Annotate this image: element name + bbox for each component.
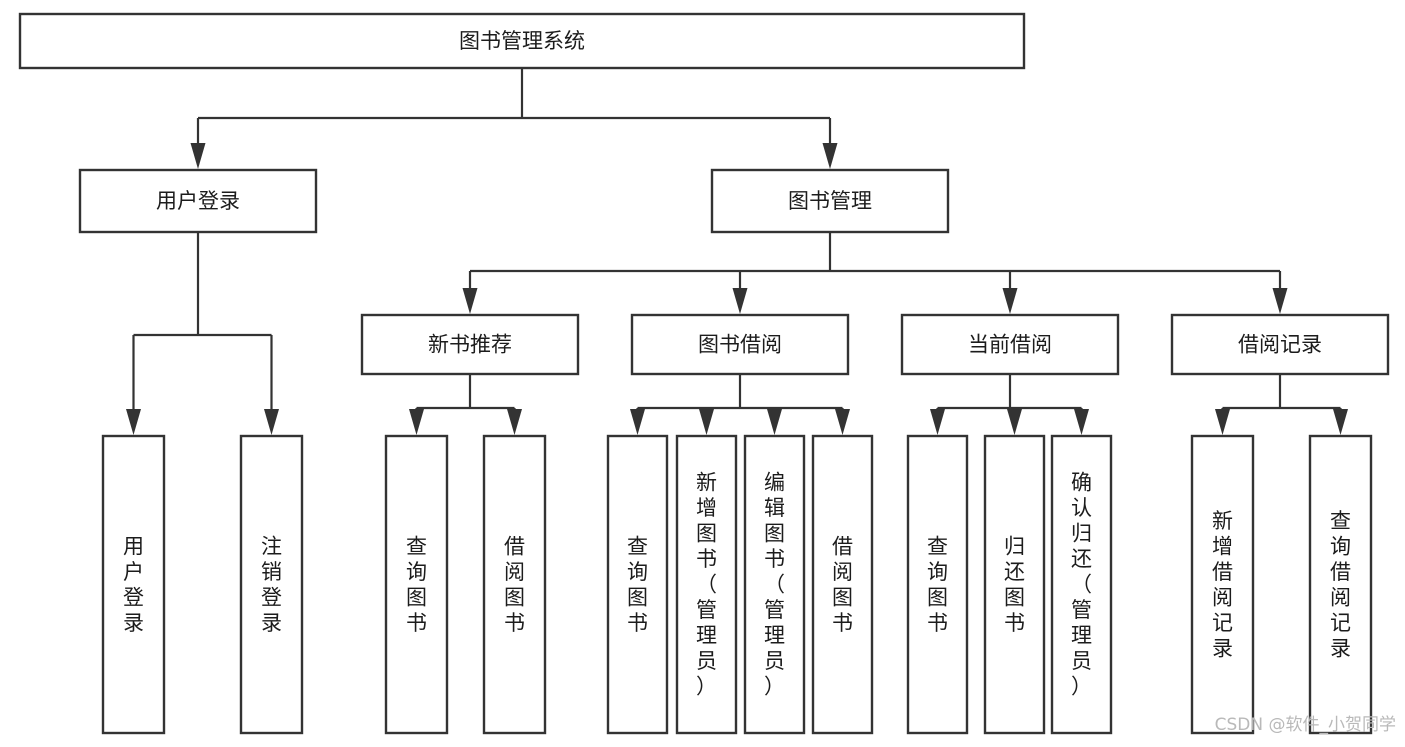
connector-group-root [190, 68, 838, 169]
arrow-head-current-borrow [1002, 288, 1018, 314]
arrow-head-user-login [190, 143, 206, 169]
arrow-head-leaf-record-add [1215, 409, 1230, 435]
arrow-head-book-borrow [732, 288, 748, 314]
arrow-head-leaf-user-login [126, 409, 141, 435]
node-label-leaf-current-return-book: 归还图书 [1004, 534, 1025, 635]
node-label-book-manage: 图书管理 [788, 189, 872, 213]
node-label-leaf-current-query-book: 查询图书 [927, 534, 948, 635]
node-label-user-login: 用户登录 [156, 189, 240, 213]
node-label-leaf-user-logout: 注销登录 [261, 534, 282, 635]
node-leaf-record-add[interactable]: 新增借阅记录 [1190, 434, 1255, 735]
node-box-leaf-record-add[interactable] [1190, 434, 1255, 735]
node-box-user-login[interactable] [78, 168, 318, 234]
node-label-root: 图书管理系统 [459, 29, 585, 53]
arrow-head-leaf-recommend-query-book [409, 409, 424, 435]
node-label-current-borrow: 当前借阅 [968, 333, 1052, 357]
arrow-head-leaf-current-return-book [1007, 409, 1022, 435]
node-leaf-recommend-query-book[interactable]: 查询图书 [384, 434, 449, 735]
csdn-watermark: CSDN @软件_小贺同学 [1215, 715, 1396, 735]
node-leaf-current-confirm-return[interactable]: 确认归还（管理员） [1050, 434, 1113, 735]
arrow-head-leaf-current-confirm-return [1074, 409, 1089, 435]
connector-group-new-book-recommend [409, 374, 522, 435]
node-layer: 图书管理系统用户登录图书管理新书推荐图书借阅当前借阅借阅记录用户登录注销登录查询… [18, 12, 1390, 735]
arrow-head-new-book-recommend [462, 288, 478, 314]
node-label-borrow-record: 借阅记录 [1238, 333, 1322, 357]
node-box-root[interactable] [18, 12, 1026, 70]
connector-group-user-login [126, 232, 279, 435]
arrow-head-leaf-borrow-borrow-book [835, 409, 850, 435]
arrow-head-leaf-recommend-borrow-book [507, 409, 522, 435]
connector-group-book-manage [462, 232, 1288, 314]
node-box-leaf-user-logout[interactable] [239, 434, 304, 735]
node-box-leaf-borrow-query-book[interactable] [606, 434, 669, 735]
arrow-head-leaf-current-query-book [930, 409, 945, 435]
node-leaf-record-query[interactable]: 查询借阅记录 [1308, 434, 1373, 735]
node-box-book-manage[interactable] [710, 168, 950, 234]
arrow-head-leaf-record-query [1333, 409, 1348, 435]
arrow-head-leaf-borrow-edit-book [767, 409, 782, 435]
node-label-leaf-recommend-borrow-book: 借阅图书 [504, 534, 525, 635]
node-book-manage[interactable]: 图书管理 [710, 168, 950, 234]
connector-layer [126, 68, 1348, 435]
node-label-leaf-recommend-query-book: 查询图书 [406, 534, 427, 635]
arrow-head-borrow-record [1272, 288, 1288, 314]
node-label-leaf-record-add: 新增借阅记录 [1212, 509, 1233, 661]
node-box-leaf-current-confirm-return[interactable] [1050, 434, 1113, 735]
node-box-leaf-recommend-query-book[interactable] [384, 434, 449, 735]
node-leaf-user-login[interactable]: 用户登录 [101, 434, 166, 735]
node-label-leaf-record-query: 查询借阅记录 [1330, 509, 1351, 661]
connector-group-borrow-record [1215, 374, 1348, 435]
arrow-head-leaf-user-logout [264, 409, 279, 435]
node-label-new-book-recommend: 新书推荐 [428, 333, 512, 357]
node-leaf-borrow-add-book[interactable]: 新增图书（管理员） [675, 434, 738, 735]
node-label-leaf-borrow-edit-book: 编辑图书（管理员） [764, 471, 785, 699]
node-box-leaf-borrow-add-book[interactable] [675, 434, 738, 735]
node-current-borrow[interactable]: 当前借阅 [900, 313, 1120, 376]
node-book-borrow[interactable]: 图书借阅 [630, 313, 850, 376]
arrow-head-book-manage [822, 143, 838, 169]
node-label-book-borrow: 图书借阅 [698, 333, 782, 357]
arrow-head-leaf-borrow-add-book [699, 409, 714, 435]
node-leaf-borrow-borrow-book[interactable]: 借阅图书 [811, 434, 874, 735]
node-box-book-borrow[interactable] [630, 313, 850, 376]
node-box-current-borrow[interactable] [900, 313, 1120, 376]
node-new-book-recommend[interactable]: 新书推荐 [360, 313, 580, 376]
node-box-leaf-recommend-borrow-book[interactable] [482, 434, 547, 735]
node-label-leaf-borrow-add-book: 新增图书（管理员） [696, 471, 717, 699]
node-label-leaf-current-confirm-return: 确认归还（管理员） [1071, 471, 1092, 699]
node-borrow-record[interactable]: 借阅记录 [1170, 313, 1390, 376]
node-leaf-user-logout[interactable]: 注销登录 [239, 434, 304, 735]
node-box-leaf-current-return-book[interactable] [983, 434, 1046, 735]
node-label-leaf-user-login: 用户登录 [123, 534, 144, 635]
node-leaf-current-query-book[interactable]: 查询图书 [906, 434, 969, 735]
node-box-leaf-borrow-edit-book[interactable] [743, 434, 806, 735]
node-box-leaf-user-login[interactable] [101, 434, 166, 735]
node-box-borrow-record[interactable] [1170, 313, 1390, 376]
node-leaf-recommend-borrow-book[interactable]: 借阅图书 [482, 434, 547, 735]
node-leaf-current-return-book[interactable]: 归还图书 [983, 434, 1046, 735]
node-leaf-borrow-query-book[interactable]: 查询图书 [606, 434, 669, 735]
node-root[interactable]: 图书管理系统 [18, 12, 1026, 70]
node-box-leaf-record-query[interactable] [1308, 434, 1373, 735]
node-box-leaf-current-query-book[interactable] [906, 434, 969, 735]
node-label-leaf-borrow-borrow-book: 借阅图书 [832, 534, 853, 635]
connector-group-book-borrow [630, 374, 850, 435]
node-label-leaf-borrow-query-book: 查询图书 [627, 534, 648, 635]
arrow-head-leaf-borrow-query-book [630, 409, 645, 435]
node-leaf-borrow-edit-book[interactable]: 编辑图书（管理员） [743, 434, 806, 735]
node-user-login[interactable]: 用户登录 [78, 168, 318, 234]
node-box-new-book-recommend[interactable] [360, 313, 580, 376]
node-box-leaf-borrow-borrow-book[interactable] [811, 434, 874, 735]
connector-group-current-borrow [930, 374, 1089, 435]
